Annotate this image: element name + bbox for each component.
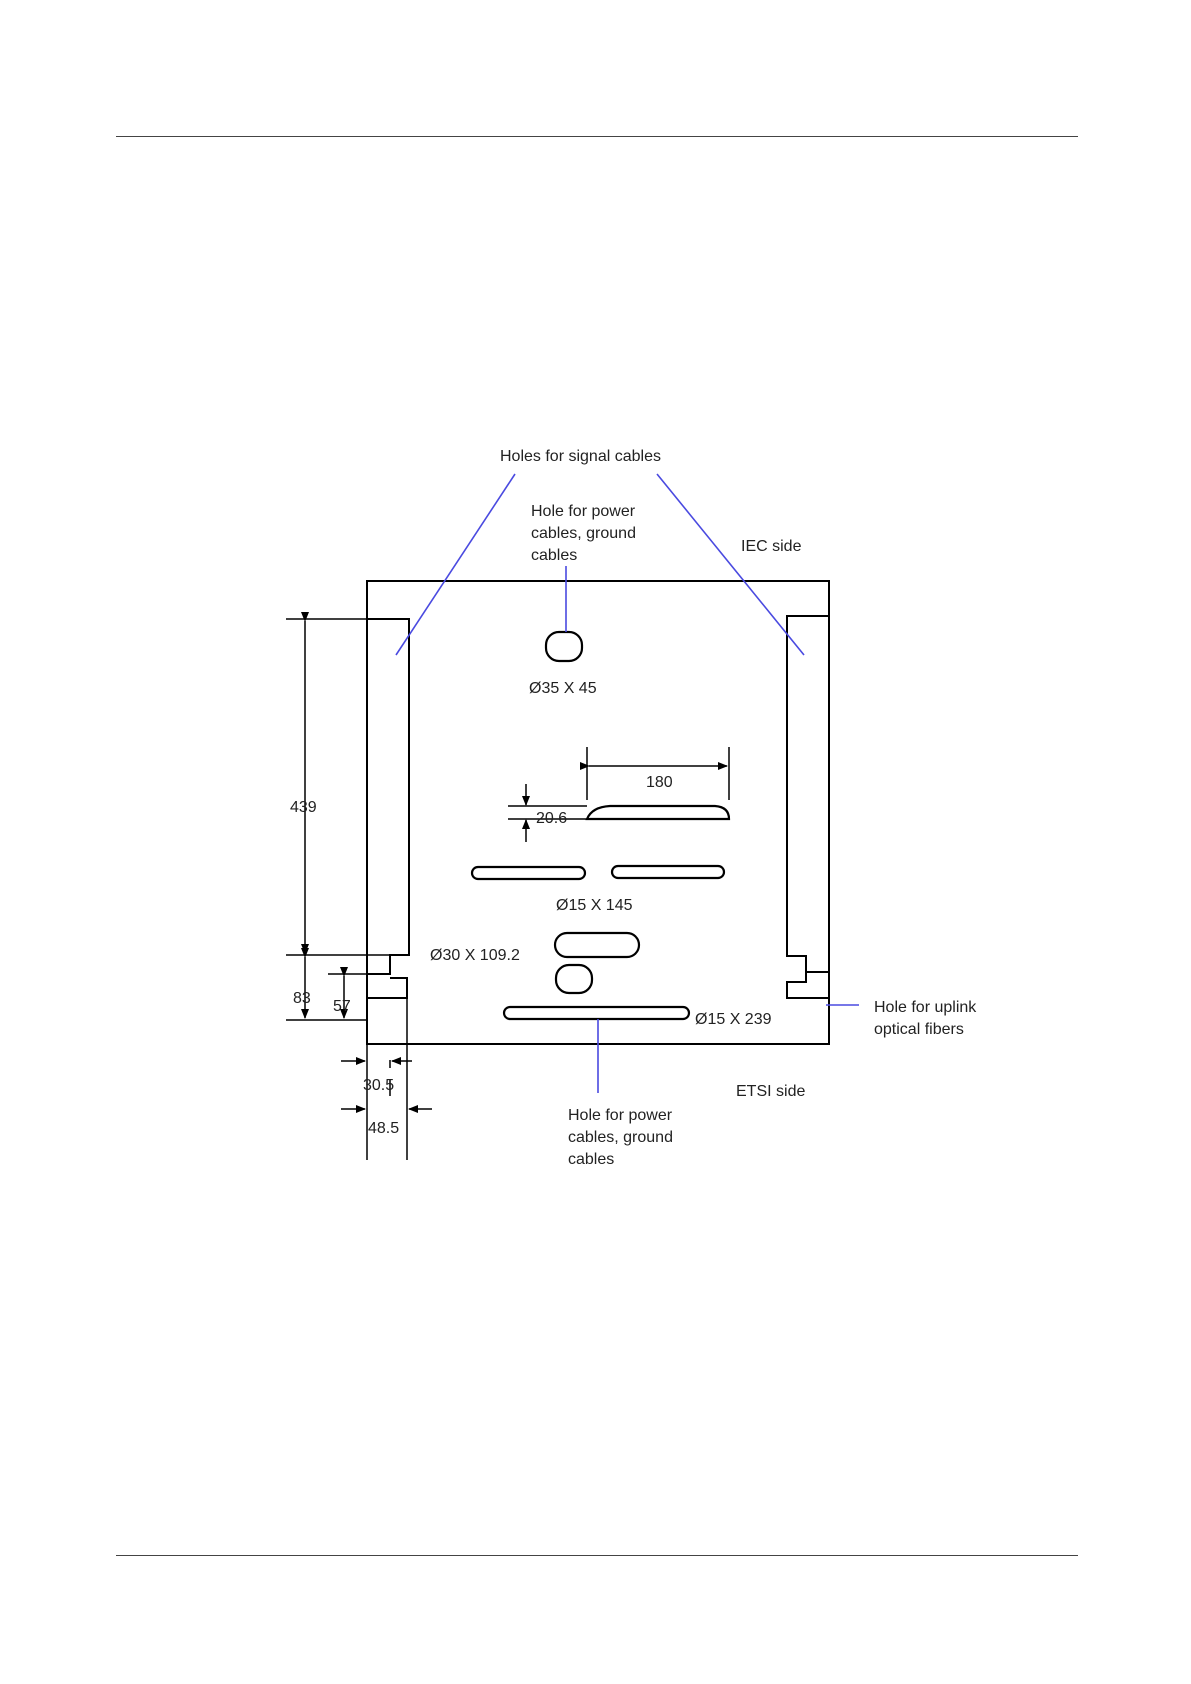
label-power-hole-bottom: Hole for power cables, ground cables <box>568 1107 677 1168</box>
slot-15x145-left <box>472 867 585 879</box>
label-dim-30-5: 30.5 <box>363 1077 394 1094</box>
label-uplink-hole: Hole for uplink optical fibers <box>874 999 981 1038</box>
label-etsi-side: ETSI side <box>736 1083 805 1100</box>
label-dim-20-6: 20.6 <box>536 810 567 827</box>
label-power-hole-bottom-line3: cables <box>568 1151 614 1168</box>
leader-lines <box>396 474 859 1093</box>
label-uplink-hole-line1: Hole for uplink <box>874 999 977 1016</box>
label-slot-15x145: Ø15 X 145 <box>556 897 633 914</box>
label-power-hole-bottom-line2: cables, ground <box>568 1129 673 1146</box>
label-dim-439: 439 <box>290 799 317 816</box>
slot-15x239 <box>504 1007 689 1019</box>
label-dim-48-5: 48.5 <box>368 1120 399 1137</box>
label-uplink-hole-line2: optical fibers <box>874 1021 964 1038</box>
label-power-hole-bottom-line1: Hole for power <box>568 1107 673 1124</box>
left-signal-channel <box>367 619 409 974</box>
label-power-hole-top-line3: cables <box>531 547 577 564</box>
slot-20-6-wide <box>587 806 729 819</box>
left-lower-notch <box>367 978 407 998</box>
label-slot-30x109-2: Ø30 X 109.2 <box>430 947 520 964</box>
hole-35x45 <box>546 632 582 661</box>
label-dim-180: 180 <box>646 774 673 791</box>
label-iec-side: IEC side <box>741 538 802 555</box>
label-slot-15x239: Ø15 X 239 <box>695 1011 772 1028</box>
label-power-hole-top-line1: Hole for power <box>531 503 636 520</box>
label-signal-holes: Holes for signal cables <box>500 448 661 465</box>
label-power-hole-top-line2: cables, ground <box>531 525 636 542</box>
right-lower-notch <box>787 972 829 998</box>
slot-15x145-right <box>612 866 724 878</box>
label-hole-35x45: Ø35 X 45 <box>529 680 597 697</box>
label-power-hole-top: Hole for power cables, ground cables <box>531 503 640 564</box>
right-signal-channel <box>787 616 829 972</box>
label-dim-57: 57 <box>333 998 351 1015</box>
label-dim-83: 83 <box>293 990 311 1007</box>
slot-30x109-2 <box>555 933 639 957</box>
hole-oval-small <box>556 965 592 993</box>
